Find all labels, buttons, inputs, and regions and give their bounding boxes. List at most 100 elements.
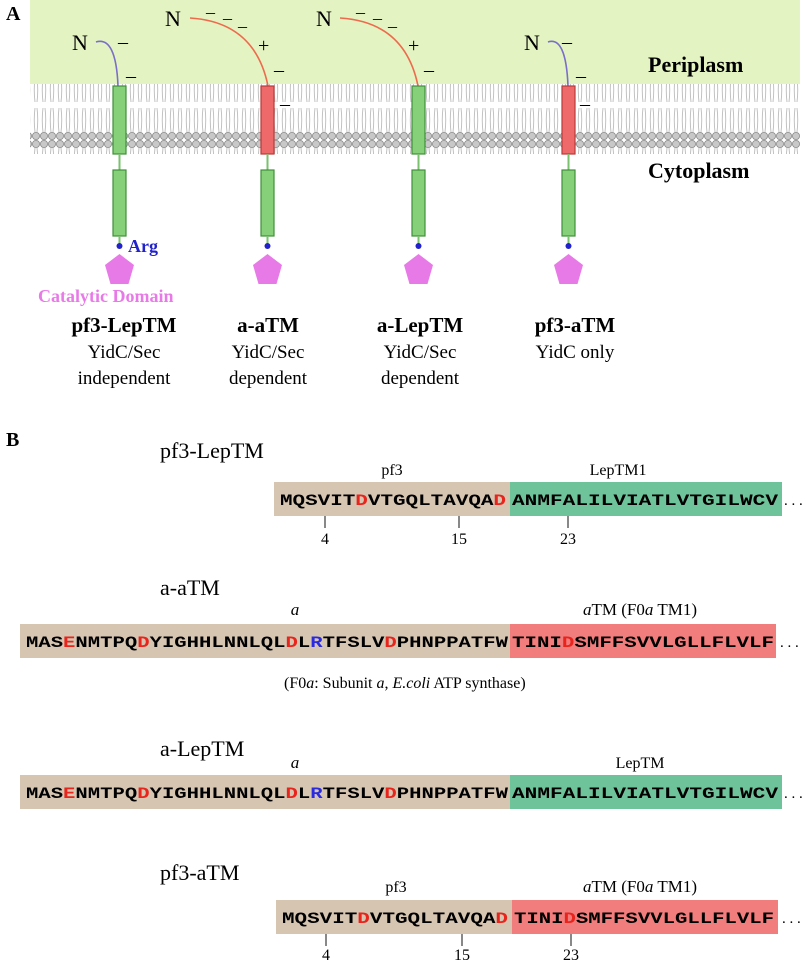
- charge-minus: –: [372, 8, 383, 28]
- construct-line2: dependent: [381, 368, 460, 389]
- tick-label: 4: [321, 531, 329, 548]
- cytoplasmic-helix: [260, 169, 275, 237]
- segment-label: a: [291, 600, 300, 619]
- charge-minus: –: [205, 2, 216, 22]
- charge-minus: –: [423, 59, 435, 81]
- catalytic-domain-shape: [105, 254, 134, 284]
- construct-line2: independent: [78, 368, 172, 389]
- linker: [547, 40, 569, 87]
- tm-helix: [411, 85, 426, 155]
- construct-name: a-LepTM: [377, 313, 464, 337]
- charge-minus: –: [273, 59, 285, 81]
- charge-minus: –: [579, 93, 591, 115]
- construct-pf3-atm: N – – – pf3-aTM YidC only: [524, 30, 615, 363]
- segment-label: a: [291, 753, 300, 772]
- construct-line1: YidC/Sec: [232, 342, 305, 363]
- segment-label: LepTM1: [590, 462, 647, 479]
- charge-minus: –: [125, 65, 137, 87]
- construct-line1: YidC only: [536, 342, 615, 363]
- row-title: a-LepTM: [160, 736, 244, 761]
- n-terminus-label: N: [72, 30, 88, 55]
- segment-box: [274, 482, 510, 516]
- tick-label: 15: [451, 531, 467, 548]
- segment-box: [20, 775, 510, 809]
- tick-label: 23: [563, 947, 579, 962]
- ellipsis: . . .: [780, 635, 799, 651]
- construct-name: pf3-aTM: [535, 313, 616, 337]
- construct-name: a-aTM: [237, 313, 299, 337]
- tm-helix: [561, 85, 576, 155]
- cytoplasmic-helix: [112, 169, 127, 237]
- construct-pf3-leptm: N – – Arg pf3-LepTM YidC/Sec independent: [72, 30, 177, 389]
- arg-residue: [415, 243, 422, 249]
- construct-line1: YidC/Sec: [88, 342, 161, 363]
- construct-a-leptm: N – – – + – a-LepTM YidC/Sec dependent: [316, 2, 463, 389]
- tm-helix: [112, 85, 127, 155]
- construct-line1: YidC/Sec: [384, 342, 457, 363]
- n-terminus-label: N: [316, 6, 332, 31]
- segment-box: [276, 900, 512, 934]
- segment-label: aTM (F0a TM1): [583, 877, 697, 896]
- construct-name: pf3-LepTM: [72, 313, 177, 337]
- arg-residue: [264, 243, 271, 249]
- segment-label: pf3: [381, 462, 402, 479]
- periplasm-region: [30, 0, 800, 84]
- charge-minus: –: [117, 31, 129, 53]
- charge-minus: –: [355, 2, 366, 22]
- n-terminus-label: N: [165, 6, 181, 31]
- row-title: a-aTM: [160, 575, 220, 600]
- segment-box: [510, 624, 776, 658]
- segment-box: [510, 482, 782, 516]
- ellipsis: . . .: [784, 786, 803, 802]
- ellipsis: . . .: [782, 911, 801, 927]
- tick-label: 15: [454, 947, 470, 962]
- cytoplasm-label: Cytoplasm: [648, 158, 749, 183]
- arg-label: Arg: [128, 236, 158, 256]
- sequence-text: ANMFALILVIATLVTGILWCV: [512, 492, 779, 510]
- row-title: pf3-LepTM: [160, 438, 264, 463]
- segment-box: [512, 900, 778, 934]
- linker: [95, 40, 119, 87]
- tm-helix: [260, 85, 275, 155]
- n-terminus-label: N: [524, 30, 540, 55]
- charge-minus: –: [575, 65, 587, 87]
- tick-label: 23: [560, 531, 576, 548]
- arg-residue: [565, 243, 572, 249]
- ellipsis: . . .: [784, 493, 803, 509]
- row-title: pf3-aTM: [160, 860, 239, 885]
- construct-a-atm: N – – – + – – a-aTM YidC/Sec dependent: [165, 2, 308, 389]
- cytoplasmic-helix: [411, 169, 426, 237]
- arg-residue: [116, 243, 123, 249]
- panel-b-label: B: [6, 429, 19, 451]
- sequence-text: ANMFALILVIATLVTGILWCV: [512, 785, 779, 803]
- charge-plus: +: [408, 35, 419, 57]
- construct-line2: dependent: [229, 368, 308, 389]
- tick-label: 4: [322, 947, 330, 962]
- catalytic-domain-shape: [404, 254, 433, 284]
- segment-box: [20, 624, 510, 658]
- catalytic-domain-shape: [554, 254, 583, 284]
- charge-minus: –: [222, 8, 233, 28]
- f0a-note: (F0a: Subunit a, E.coli ATP synthase): [284, 675, 526, 692]
- catalytic-domain-label: Catalytic Domain: [38, 286, 173, 306]
- panel-a-label: A: [6, 3, 21, 25]
- segment-box: [510, 775, 782, 809]
- segment-label: aTM (F0a TM1): [583, 600, 697, 619]
- periplasm-label: Periplasm: [648, 52, 743, 77]
- catalytic-domain-shape: [253, 254, 282, 284]
- charge-plus: +: [258, 35, 269, 57]
- segment-label: LepTM: [616, 755, 665, 772]
- charge-minus: –: [237, 16, 248, 36]
- charge-minus: –: [387, 16, 398, 36]
